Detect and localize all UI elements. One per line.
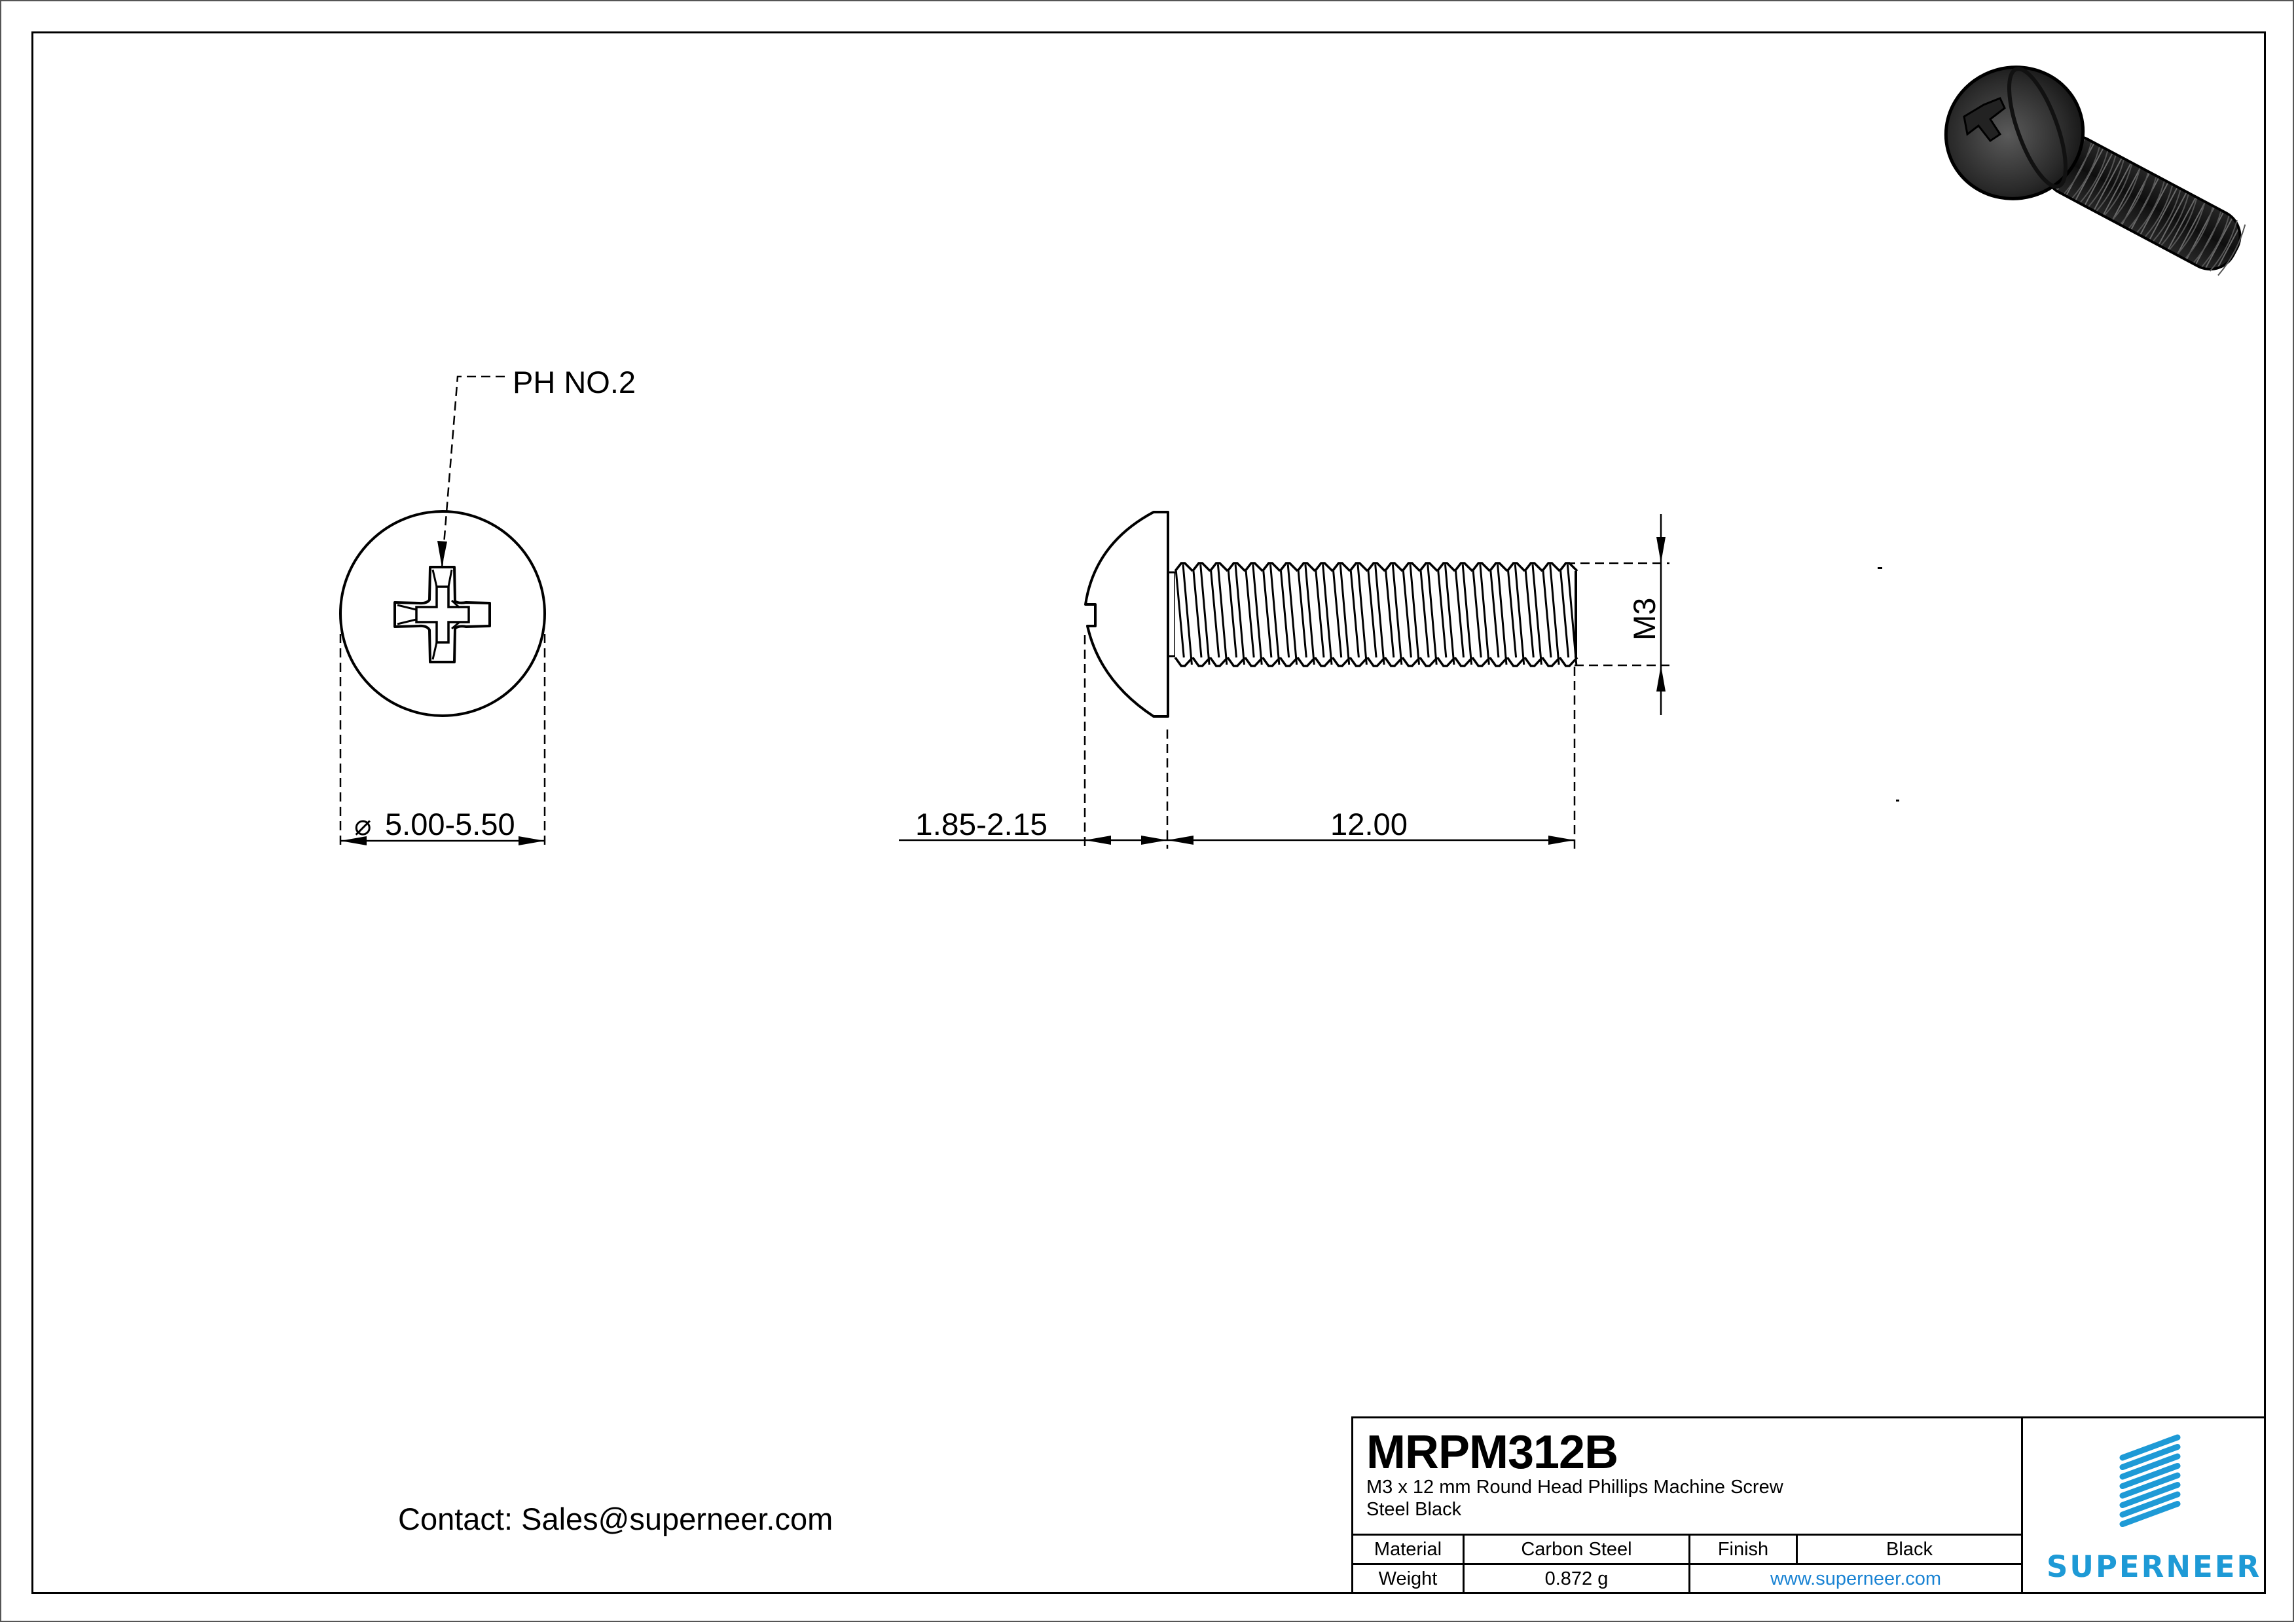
website-link[interactable]: www.superneer.com: [1688, 1565, 2021, 1593]
title-block-info: MRPM312B M3 x 12 mm Round Head Phillips …: [1353, 1418, 2023, 1593]
head-height-value: 1.85-2.15: [915, 807, 1048, 841]
head-top-view: [339, 510, 546, 849]
material-value: Carbon Steel: [1463, 1536, 1688, 1564]
length-value: 12.00: [1330, 807, 1408, 841]
part-description: M3 x 12 mm Round Head Phillips Machine S…: [1366, 1477, 1783, 1498]
logo-stripes-icon: [2119, 1434, 2181, 1527]
sheet-inner-border: [31, 31, 2266, 1594]
finish-label: Finish: [1688, 1536, 1796, 1564]
head-diameter-value: 5.00-5.50: [385, 807, 515, 841]
stray-mark: [1878, 567, 1882, 569]
thread-size-value: M3: [1627, 598, 1662, 640]
diameter-symbol: ⌀: [354, 809, 372, 841]
title-block: MRPM312B M3 x 12 mm Round Head Phillips …: [1351, 1416, 2266, 1594]
thread-lines: [1174, 562, 1578, 667]
drive-type-label: PH NO.2: [513, 365, 636, 399]
screw-side-view: [1084, 511, 1578, 718]
finish-value: Black: [1796, 1536, 2021, 1564]
material-finish-row: Material Carbon Steel Finish Black: [1353, 1534, 2021, 1564]
material-label: Material: [1374, 1539, 1442, 1560]
brand-logo: SUPERNEER: [2023, 1418, 2264, 1592]
weight-value: 0.872 g: [1463, 1565, 1688, 1593]
stray-mark: [1896, 800, 1899, 802]
drive-leader: [437, 375, 508, 569]
screw-3d-render: [1944, 65, 2246, 276]
logo-wordmark: SUPERNEER: [2047, 1549, 2262, 1584]
weight-label: Weight: [1378, 1568, 1438, 1589]
contact-email[interactable]: Contact: Sales@superneer.com: [398, 1502, 833, 1536]
part-number: MRPM312B: [1366, 1426, 1618, 1479]
weight-row: Weight 0.872 g www.superneer.com: [1353, 1563, 2021, 1593]
side-view-dimensions: [899, 514, 1669, 849]
part-description-finish: Steel Black: [1366, 1499, 1462, 1520]
